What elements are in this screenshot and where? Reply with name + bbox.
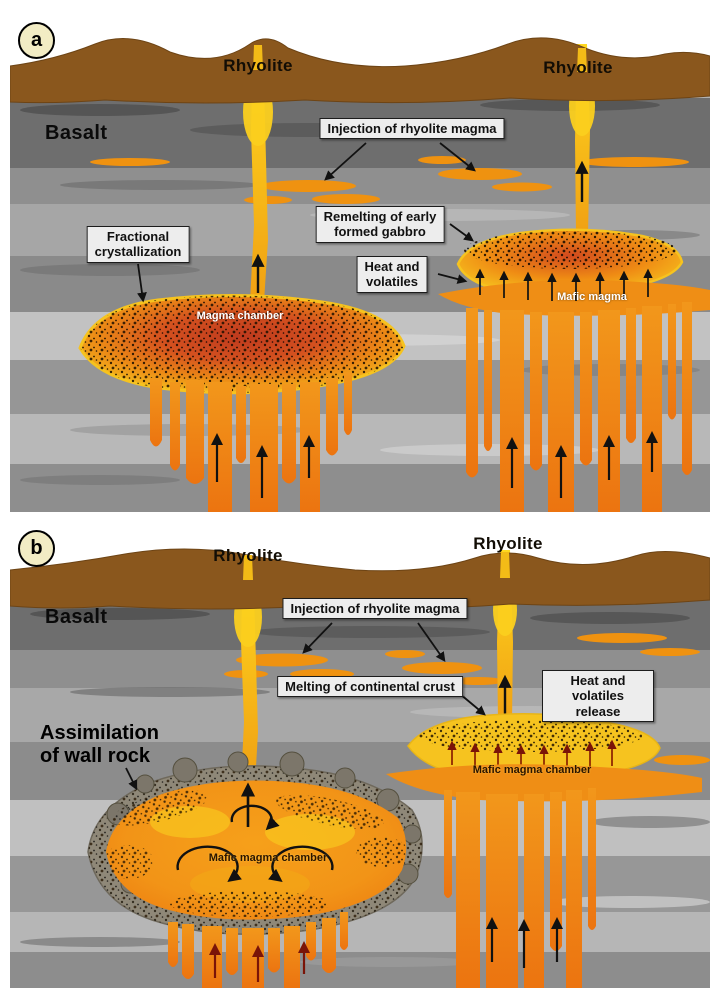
left-drips	[168, 912, 348, 988]
rhyolite-label-left-b: Rhyolite	[213, 546, 283, 565]
right-magma-chamber	[438, 228, 710, 316]
injection-label-b: Injection of rhyolite magma	[282, 598, 468, 620]
surface-terrain	[10, 37, 710, 104]
basalt-label-b: Basalt	[45, 606, 108, 628]
panel-b: b Rhyolite Rhyolite Basalt Injection of …	[10, 522, 710, 988]
left-drip-arrows	[208, 940, 311, 982]
rhyolite-label-right-b: Rhyolite	[473, 534, 543, 553]
convection-arrows	[176, 804, 334, 882]
rhyolite-label-left-a: Rhyolite	[223, 56, 293, 75]
right-drip-arrows	[485, 916, 564, 968]
panel-a: a Rhyolite Rhyolite Basalt Injection of …	[10, 10, 710, 512]
mafic-chamber-left-label: Mafic magma chamber	[208, 852, 328, 864]
panel-b-art	[10, 548, 710, 988]
mafic-chamber-right-label: Mafic magma chamber	[472, 764, 592, 776]
left-magma-chamber	[78, 293, 406, 395]
assimilation-label: Assimilation of wall rock	[40, 722, 159, 767]
injection-label-a: Injection of rhyolite magma	[319, 118, 505, 140]
right-drip-arrows	[505, 430, 659, 498]
left-mafic-chamber	[87, 751, 423, 935]
label-arrows	[137, 142, 476, 303]
left-drip-arrows	[210, 432, 316, 498]
heat-volatiles-label: Heat and volatiles	[356, 256, 428, 293]
heat-volatiles-release-label: Heat and volatiles release	[542, 670, 654, 722]
melting-crust-label: Melting of continental crust	[277, 676, 463, 698]
mafic-magma-label: Mafic magma	[557, 291, 627, 303]
right-mafic-chamber	[386, 713, 710, 802]
label-arrows	[125, 622, 556, 791]
magma-chamber-label: Magma chamber	[196, 310, 284, 322]
rhyolite-sills	[90, 156, 689, 204]
right-drips	[466, 302, 692, 512]
right-drips	[444, 788, 596, 988]
surface-terrain	[10, 548, 710, 610]
rhyolite-label-right-a: Rhyolite	[543, 58, 613, 77]
basalt-label-a: Basalt	[45, 122, 108, 144]
heat-volatile-arrows	[475, 268, 653, 301]
remelting-gabbro-label: Remelting of early formed gabbro	[315, 206, 445, 243]
panel-a-badge: a	[18, 22, 55, 59]
panel-b-badge: b	[18, 530, 55, 567]
fractional-crystallization-label: Fractional crystallization	[86, 226, 190, 263]
